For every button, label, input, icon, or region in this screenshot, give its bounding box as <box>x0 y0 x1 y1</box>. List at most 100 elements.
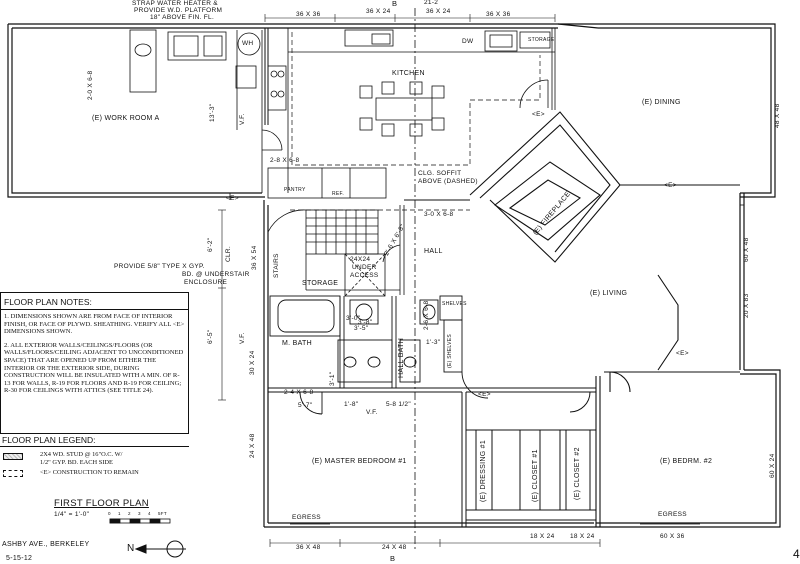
clr-label: CLR. <box>225 245 232 262</box>
egress-label: EGRESS <box>658 511 687 518</box>
e-tag: <E> <box>478 391 491 398</box>
baths <box>268 295 489 415</box>
legend-item: 2X4 WD. STUD @ 16"O.C. W/ <box>40 451 123 458</box>
window-tag: 60 X 36 <box>660 533 685 540</box>
soffit-outline <box>290 32 541 211</box>
window-tag: 36 X 24 <box>426 8 451 15</box>
floor-plan-notes: FLOOR PLAN NOTES: 1. DIMENSIONS SHOWN AR… <box>0 292 189 434</box>
dressing-label: (E) DRESSING #1 <box>480 439 487 502</box>
dim-label: 1'-3" <box>426 339 441 346</box>
soffit-note-2: ABOVE (DASHED) <box>418 178 478 185</box>
e-tag: <E> <box>676 350 689 357</box>
window-tag: 48 X 48 <box>774 103 781 128</box>
type-x-note-3: ENCLOSURE <box>184 279 228 286</box>
dim-label: 3'-5" <box>354 325 369 332</box>
wall-hatch-swatch <box>3 453 23 460</box>
window-tag: 60 X 48 <box>743 237 750 262</box>
storage-label: STORAGE <box>302 280 339 287</box>
access-note-1: 24X24 <box>350 256 371 263</box>
door-tag: 2-8 X 6-8 <box>270 157 300 164</box>
bottom-dimension-line <box>269 539 601 547</box>
living-walls <box>595 184 740 527</box>
dim-label: 3'-1" <box>329 371 336 386</box>
fireplace-enclosure <box>469 111 621 263</box>
vf-label: V.F. <box>239 113 246 125</box>
pantry-label: PANTRY <box>284 187 306 193</box>
legend-divider <box>0 446 189 447</box>
bedrm2-label: (E) BEDRM. #2 <box>660 458 713 465</box>
e-tag: <E> <box>664 182 677 189</box>
e-tag: <E> <box>226 195 239 202</box>
window-tag: 24 X 48 <box>382 544 407 551</box>
legend-item: 1/2" GYP. BD. EACH SIDE <box>40 459 113 466</box>
window-tag: 60 X 24 <box>769 453 776 478</box>
m-bath-label: M. BATH <box>282 340 312 347</box>
scale-tick: 3 <box>138 511 141 516</box>
section-mark-top: B <box>392 0 398 8</box>
top-dimension: 21-2 <box>424 0 439 6</box>
e-tag: <E> <box>532 111 545 118</box>
dw-label: DW <box>462 38 474 45</box>
ref-label: REF. <box>332 191 345 197</box>
vf-label: V.F. <box>239 332 246 344</box>
egress-label: EGRESS <box>292 514 321 521</box>
legend-item: <E> CONSTRUCTION TO REMAIN <box>40 469 139 476</box>
window-tag: 36 X 24 <box>366 8 391 15</box>
scale-tick: 5FT <box>158 511 167 516</box>
window-tag: 36 X 54 <box>251 245 258 270</box>
window-tag: 30 X 24 <box>249 350 256 375</box>
storage-top-label: STORAGE <box>528 37 555 43</box>
dim-label: 5'-7" <box>298 402 313 409</box>
hall-label: HALL <box>424 248 443 255</box>
plan-title: FIRST FLOOR PLAN <box>54 498 149 509</box>
kitchen-fixtures <box>267 28 556 199</box>
closet1-label: (E) CLOSET #1 <box>532 449 539 502</box>
existing-wall-swatch <box>3 470 23 477</box>
dim-label: 5-8 1/2" <box>386 401 411 408</box>
shelves-label: (E) SHELVES <box>447 333 453 368</box>
top-dimension-line <box>264 14 556 22</box>
kitchen-label: KITCHEN <box>392 70 425 77</box>
stairs-label: STAIRS <box>273 253 280 278</box>
stairs <box>267 205 405 295</box>
access-note-2: UNDER <box>352 264 377 271</box>
window-tag: 36 X 36 <box>486 11 511 18</box>
door-tag: 3-0 X 6-8 <box>424 211 454 218</box>
access-note-3: ACCESS <box>350 272 379 279</box>
north-label: N <box>127 543 135 554</box>
exterior-walls <box>7 23 781 528</box>
note-item: 1. DIMENSIONS SHOWN ARE FROM FACE OF INT… <box>4 313 185 336</box>
scale-tick: 4 <box>148 511 151 516</box>
type-x-note-1: PROVIDE 5/8" TYPE X GYP. <box>114 263 205 270</box>
window-marks <box>290 204 744 525</box>
bedroom-partitions <box>461 392 596 527</box>
left-dimension-line <box>218 209 226 401</box>
scale-bar <box>109 518 171 524</box>
dim-label: 3'-8" <box>358 319 373 326</box>
window-tag: 36 X 36 <box>296 11 321 18</box>
date: 5-15-12 <box>6 555 33 562</box>
door-tag: 2-4 X 6-8 <box>284 389 314 396</box>
type-x-note-2: BD. @ UNDERSTAIR <box>182 271 250 278</box>
page-number: 4 <box>793 547 800 561</box>
wh-note-line-2: PROVIDE W.D. PLATFORM <box>134 7 223 14</box>
interior-walls <box>264 28 596 413</box>
dim-label: 1'-8" <box>344 401 359 408</box>
closet2-label: (E) CLOSET #2 <box>574 447 581 500</box>
plan-scale: 1/4" = 1'-0" <box>54 511 90 518</box>
storage-area <box>306 253 400 297</box>
legend-title: FLOOR PLAN LEGEND: <box>2 435 96 445</box>
door-tag: 2-0 X 6-8 <box>87 70 94 100</box>
window-tag: 20 X 83 <box>743 293 750 318</box>
scale-tick: 1 <box>118 511 121 516</box>
work-room-label: (E) WORK ROOM A <box>92 115 160 122</box>
north-arrow <box>134 540 186 558</box>
scale-tick: 0 <box>108 511 111 516</box>
wh-label: WH <box>242 40 254 47</box>
section-mark-bottom: B <box>390 554 396 563</box>
height-6-2: 6'-2" <box>207 237 214 252</box>
master-bedroom-label: (E) MASTER BEDROOM #1 <box>312 458 407 465</box>
living-label: (E) LIVING <box>590 290 628 297</box>
soffit-note-1: CLG. SOFFIT <box>418 170 462 177</box>
work-room-fixtures <box>129 29 287 200</box>
